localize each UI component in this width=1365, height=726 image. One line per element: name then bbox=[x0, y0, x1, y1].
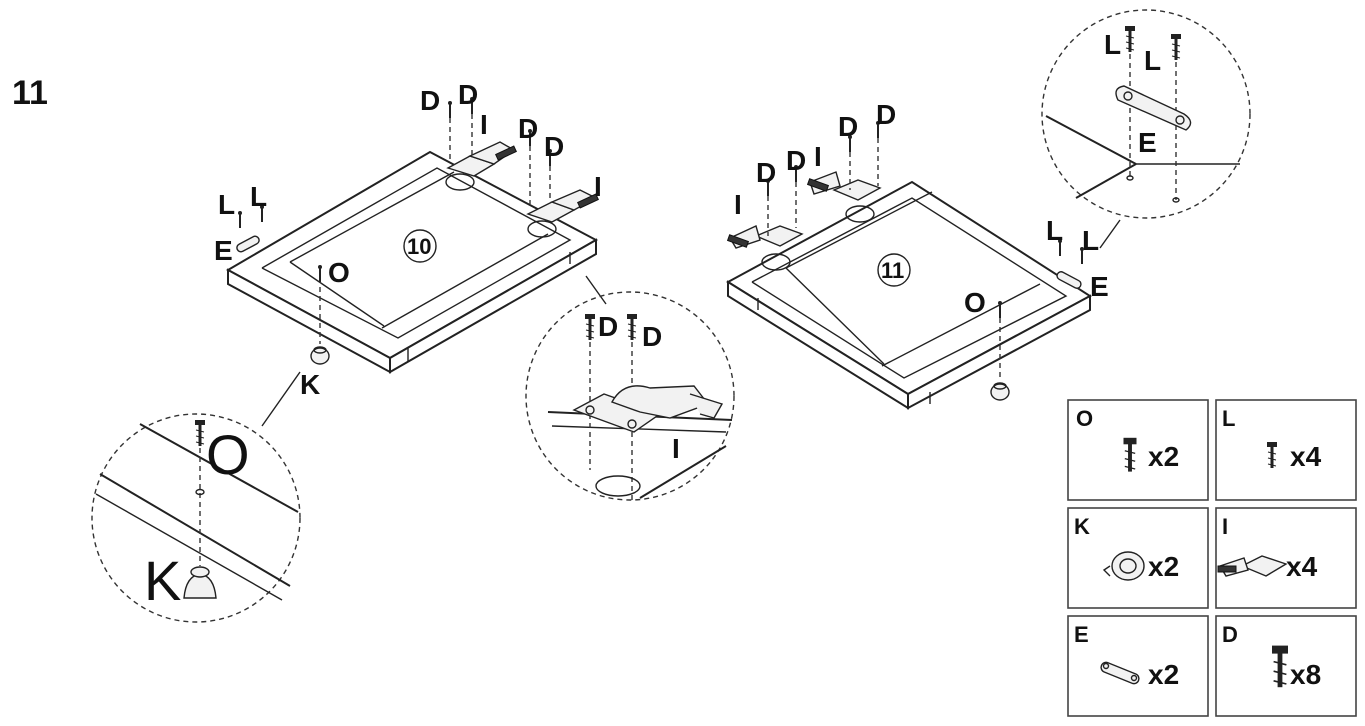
label-D: D bbox=[458, 79, 478, 110]
parts-legend: O x2 L x4 K x2 I bbox=[1067, 399, 1357, 717]
legend-item-E: E x2 bbox=[1067, 615, 1209, 717]
label-K-large: K bbox=[144, 549, 181, 612]
label-D: D bbox=[598, 311, 618, 342]
connector-plate-icon bbox=[1056, 271, 1082, 289]
connector-plate-icon bbox=[236, 235, 260, 253]
label-I: I bbox=[480, 109, 488, 140]
label-D: D bbox=[518, 113, 538, 144]
legend-key: O bbox=[1076, 406, 1093, 431]
legend-key: D bbox=[1222, 622, 1238, 647]
label-L: L bbox=[1046, 215, 1063, 246]
legend-qty: x4 bbox=[1290, 441, 1322, 472]
label-I: I bbox=[594, 171, 602, 202]
label-D: D bbox=[838, 111, 858, 142]
label-L: L bbox=[218, 189, 235, 220]
knob-icon bbox=[990, 382, 1010, 401]
label-I: I bbox=[814, 141, 822, 172]
legend-key: K bbox=[1074, 514, 1090, 539]
label-D: D bbox=[642, 321, 662, 352]
connector-plate-icon bbox=[1115, 85, 1192, 131]
legend-key: I bbox=[1222, 514, 1228, 539]
label-E: E bbox=[214, 235, 233, 266]
legend-item-I: I x4 bbox=[1215, 507, 1357, 609]
legend-item-D: D x8 bbox=[1215, 615, 1357, 717]
hinge-icon bbox=[446, 141, 517, 177]
legend-key: L bbox=[1222, 406, 1235, 431]
detail-circle-knob: O K bbox=[91, 413, 301, 623]
label-D: D bbox=[420, 85, 440, 116]
label-L: L bbox=[250, 181, 267, 212]
legend-qty: x2 bbox=[1148, 659, 1179, 690]
label-D: D bbox=[756, 157, 776, 188]
label-D: D bbox=[786, 145, 806, 176]
knob-icon bbox=[1102, 551, 1145, 581]
label-E: E bbox=[1138, 127, 1157, 158]
label-I: I bbox=[734, 189, 742, 220]
legend-qty: x8 bbox=[1290, 659, 1321, 690]
right-panel-number: 11 bbox=[881, 258, 904, 283]
label-O-large: O bbox=[206, 423, 250, 486]
hinge-icon bbox=[726, 225, 804, 249]
hinge-icon bbox=[526, 189, 599, 223]
knob-icon bbox=[310, 346, 330, 365]
hinge-icon bbox=[806, 171, 882, 201]
legend-qty: x2 bbox=[1148, 551, 1179, 582]
label-L: L bbox=[1082, 225, 1099, 256]
legend-item-O: O x2 bbox=[1067, 399, 1209, 501]
legend-qty: x4 bbox=[1286, 551, 1318, 582]
label-E: E bbox=[1090, 271, 1109, 302]
label-I: I bbox=[672, 433, 680, 464]
label-D: D bbox=[544, 131, 564, 162]
hinge-icon bbox=[1217, 555, 1288, 577]
label-K: K bbox=[300, 369, 320, 400]
label-O: O bbox=[328, 257, 350, 288]
legend-key: E bbox=[1074, 622, 1089, 647]
detail-circle-hinge: D D I bbox=[525, 291, 735, 501]
left-door-panel: 10 bbox=[225, 141, 599, 374]
label-L: L bbox=[1104, 29, 1121, 60]
label-O: O bbox=[964, 287, 986, 318]
legend-item-K: K x2 bbox=[1067, 507, 1209, 609]
step-number: 11 bbox=[12, 74, 48, 112]
right-door-panel: 11 bbox=[726, 171, 1092, 410]
legend-item-L: L x4 bbox=[1215, 399, 1357, 501]
label-D: D bbox=[876, 99, 896, 130]
legend-qty: x2 bbox=[1148, 441, 1179, 472]
label-L: L bbox=[1144, 45, 1161, 76]
connector-plate-icon bbox=[1100, 661, 1140, 685]
left-panel-number: 10 bbox=[407, 234, 431, 259]
detail-circle-connector: L L E bbox=[1041, 9, 1251, 219]
